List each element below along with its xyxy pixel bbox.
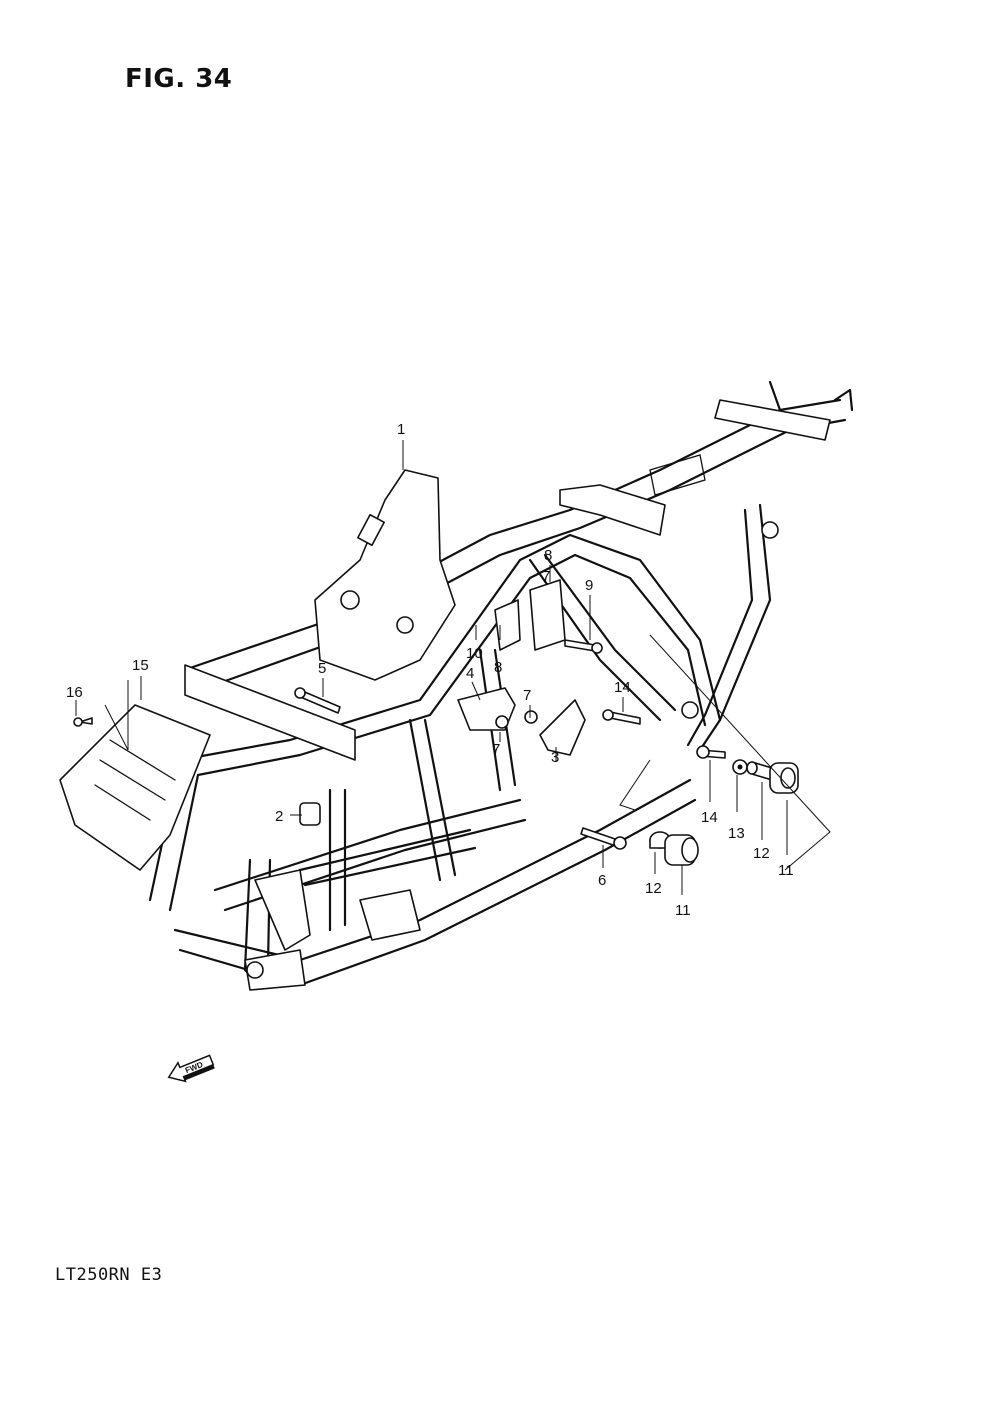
callout-15: 15 [132, 657, 149, 674]
callout-10: 10 [466, 645, 483, 662]
screw-16 [73, 717, 93, 727]
callout-8: 8 [544, 547, 552, 564]
frame-bushing [246, 961, 264, 979]
engine-bracket-8b [529, 579, 566, 651]
bolt-9 [564, 639, 603, 654]
callout-16: 16 [66, 684, 83, 701]
explode-guide-line [619, 759, 651, 811]
gusset-hole [396, 616, 414, 634]
skid-plate [59, 704, 211, 871]
callout-4: 4 [466, 665, 474, 682]
gusset-hole [340, 590, 360, 610]
frame-bushing [681, 701, 699, 719]
model-code: LT250RN E3 [55, 1265, 163, 1285]
callout-12: 12 [753, 845, 770, 862]
callout-5: 5 [318, 660, 326, 677]
nut [495, 715, 509, 729]
frame-bushing [761, 521, 779, 539]
explode-guide-line [649, 634, 831, 871]
callout-12: 12 [645, 880, 662, 897]
explode-guide-line [104, 680, 129, 751]
cushion-11b [769, 762, 799, 794]
bolt-5 [294, 687, 341, 714]
callout-7: 7 [492, 741, 500, 758]
bolt-14a [602, 709, 641, 725]
callout-9: 9 [585, 577, 593, 594]
frame-gusset-plate [314, 469, 456, 681]
callout-2: 2 [275, 808, 283, 825]
bushing [299, 802, 321, 826]
bolt-14b [696, 745, 726, 759]
callout-7: 7 [542, 568, 550, 585]
figure-title: FIG. 34 [125, 64, 233, 94]
nut [524, 710, 538, 724]
callout-11: 11 [778, 862, 794, 879]
callout-11: 11 [675, 902, 691, 919]
washer-13 [732, 759, 748, 775]
engine-bracket-8a [494, 599, 521, 651]
cushion-11a [664, 834, 699, 866]
engine-bracket-3 [539, 699, 586, 756]
bolt-6 [580, 827, 627, 850]
callout-14: 14 [701, 809, 718, 826]
callout-8: 8 [494, 659, 502, 676]
callout-13: 13 [728, 825, 745, 842]
spacer-12b [746, 761, 773, 781]
callout-14: 14 [614, 679, 631, 696]
callout-7: 7 [523, 687, 531, 704]
callout-6: 6 [598, 872, 606, 889]
callout-1: 1 [397, 421, 405, 438]
callout-3: 3 [551, 749, 559, 766]
fwd-arrow-icon: FWD [167, 1054, 215, 1083]
leader-lines [75, 440, 788, 895]
gusset-slot [357, 513, 385, 547]
main-frame-drawing [148, 380, 854, 991]
